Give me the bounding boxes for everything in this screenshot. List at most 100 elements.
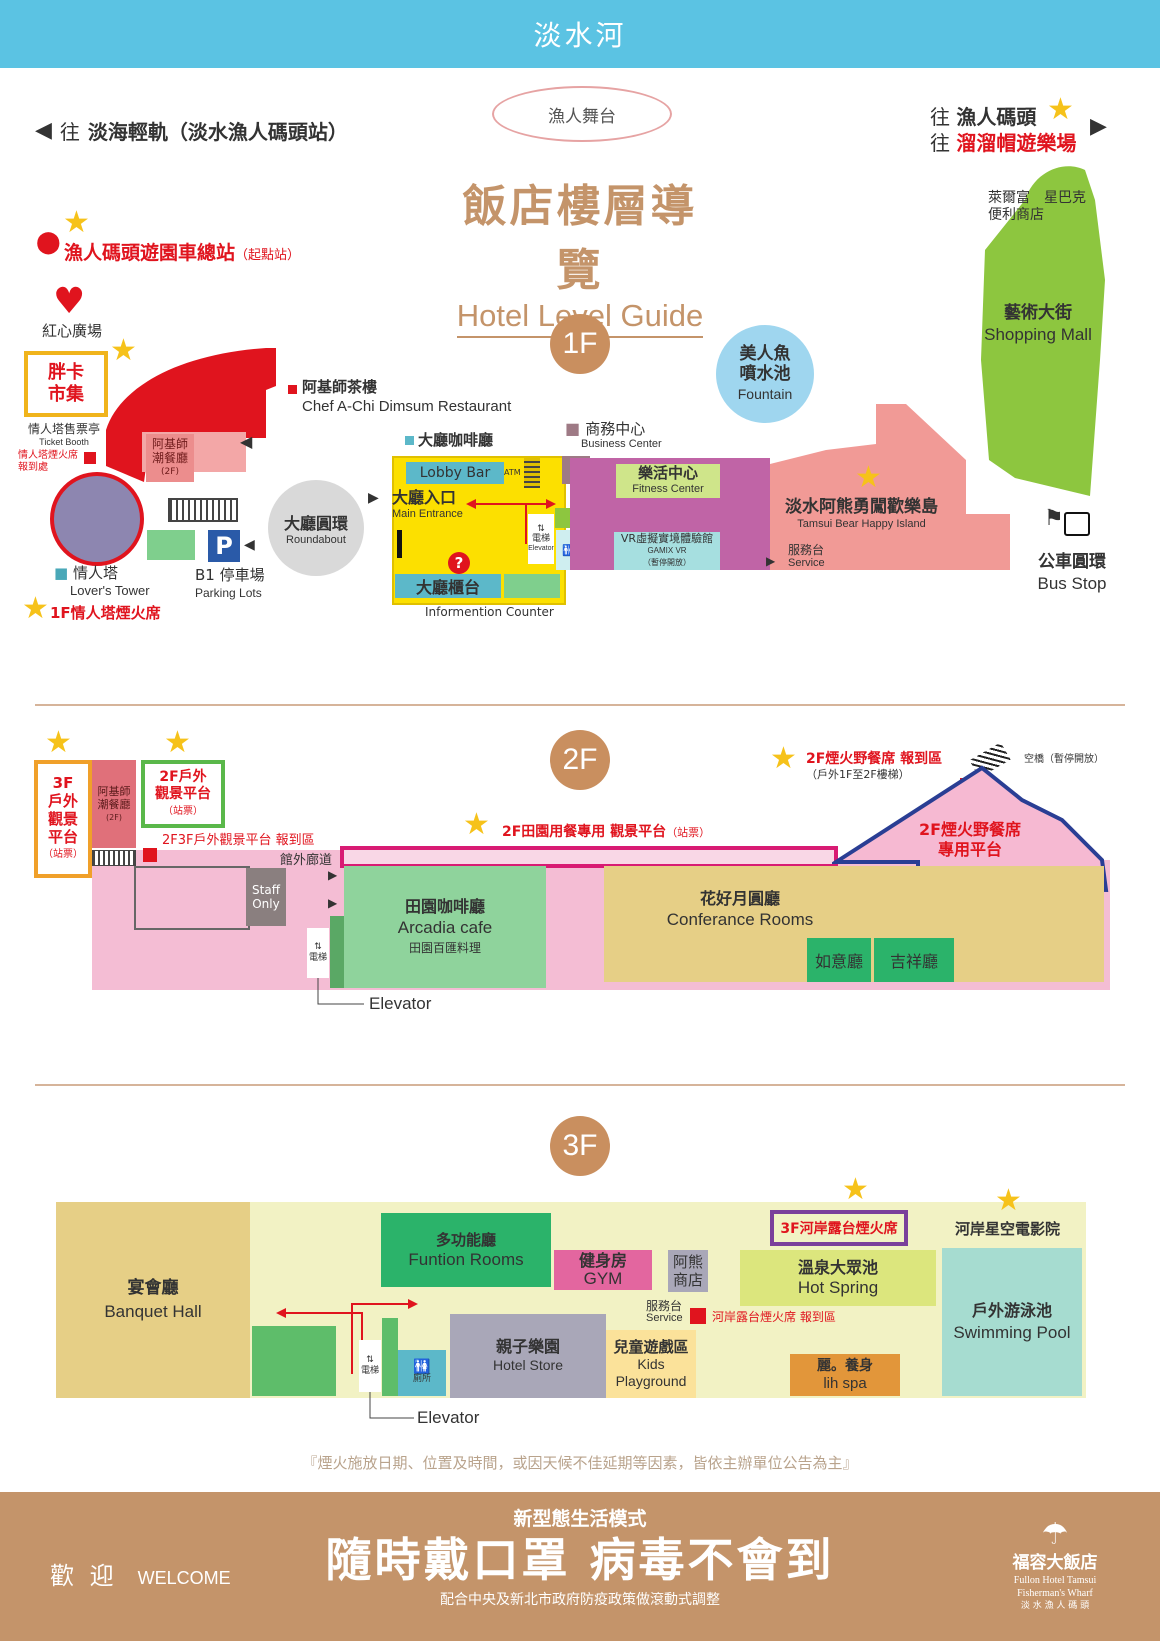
deck-3f[interactable]: 3F 戶外 觀景 平台 （站票） — [34, 760, 92, 878]
fountain[interactable]: 美人魚 噴水池 Fountain — [716, 325, 814, 423]
bear-island-shape — [770, 404, 1010, 570]
corridor-label: 館外廊道 — [280, 853, 333, 868]
heart-icon: ♥ — [53, 281, 86, 322]
business-label: ■ 商務中心 Business Center — [565, 419, 662, 451]
river-banner: 淡水河 — [0, 0, 1160, 68]
square-icon — [405, 436, 414, 445]
star-icon: ★ — [164, 725, 191, 760]
bear-shop[interactable]: 阿熊 商店 — [668, 1250, 708, 1292]
elevator-2f-label: Elevator — [369, 994, 432, 1013]
atm-label: ATM — [504, 468, 521, 477]
restroom-3f[interactable]: 🚻 廁所 — [398, 1350, 446, 1396]
black-bar — [397, 530, 402, 558]
arcadia-cafe[interactable]: 田園咖啡廳 Arcadia cafe 田園百匯料理 — [344, 866, 546, 988]
green-block — [147, 530, 195, 560]
elevator-leader-line — [369, 1392, 414, 1419]
route-arrows — [466, 499, 556, 544]
photo-market[interactable]: 胖卡 市集 — [24, 351, 108, 417]
garden-deck[interactable] — [340, 846, 838, 868]
stairs-icon — [168, 498, 238, 522]
front-desk[interactable]: 大廳櫃台 — [395, 574, 501, 598]
flag-icon: ⚑ — [1044, 506, 1064, 531]
nav-right[interactable]: 往 漁人碼頭 往 溜溜帽遊樂場 — [930, 105, 1077, 155]
achi-2f[interactable]: 阿基師 潮餐廳 (2F) — [92, 760, 136, 848]
banquet-hall[interactable]: 宴會廳 Banquet Hall — [56, 1202, 250, 1398]
elevator-3f[interactable]: ⇅ 電梯 — [359, 1340, 381, 1392]
arrow-left-icon: ◀ — [244, 537, 255, 553]
bbq-deck-label: 2F煙火野餐席 專用平台 — [918, 820, 1022, 859]
deck-2f[interactable]: 2F戶外 觀景平台 （站票） — [141, 760, 225, 828]
hot-spring[interactable]: 溫泉大眾池 Hot Spring — [740, 1250, 936, 1306]
elevator-leader-line — [317, 978, 364, 1005]
star-icon: ★ — [22, 591, 49, 626]
staff-only: Staff Only — [246, 868, 286, 926]
red-square-icon — [288, 385, 297, 394]
bus-stop-label[interactable]: 公車圓環 Bus Stop — [1037, 552, 1107, 593]
function-rooms[interactable]: 多功能廳 Funtion Rooms — [381, 1213, 551, 1287]
green-block — [252, 1326, 336, 1396]
red-square-icon — [690, 1308, 706, 1324]
elevator-1f[interactable]: ⇅ 電梯 Elevator — [528, 514, 554, 564]
swimming-pool[interactable]: 戶外游泳池 Swimming Pool — [942, 1248, 1082, 1396]
info-counter-label: Informention Counter — [425, 605, 554, 619]
green-strip — [382, 1318, 398, 1396]
service-1f-label: 服務台 Service — [788, 543, 825, 570]
gym[interactable]: 健身房 GYM — [554, 1250, 652, 1290]
shopping-mall-shape — [981, 166, 1105, 496]
divider — [35, 704, 1125, 706]
elevator-icon: ⇅ — [366, 1355, 374, 1365]
footer: 歡 迎 WELCOME 新型態生活模式 隨時戴口罩 病毒不會到 配合中央及新北市… — [0, 1492, 1160, 1641]
conference-label: 花好月圓廳 Conferance Rooms — [666, 889, 814, 929]
ruyi-room[interactable]: 如意廳 — [807, 938, 871, 982]
divider — [35, 1084, 1125, 1086]
skybridge-label: 空橋（暫停開放） — [1024, 754, 1104, 765]
floor-2f-badge: 2F — [550, 730, 610, 790]
floor-3f-badge: 3F — [550, 1116, 610, 1176]
fitness-center[interactable]: 樂活中心 Fitness Center — [616, 464, 720, 498]
stage-label: 漁人舞台 — [492, 86, 672, 142]
elevator-2f[interactable]: ⇅ 電梯 — [307, 928, 329, 978]
hotel-store[interactable]: 親子樂園 Hotel Store — [450, 1314, 606, 1398]
map-pin-icon: ⬤ — [36, 230, 61, 255]
kids-playground[interactable]: 兒童遊戲區 Kids Playground — [606, 1330, 696, 1398]
green-block — [504, 574, 560, 598]
bbq-report-label: 2F煙火野餐席 報到區 （戶外1F至2F樓梯） — [806, 751, 943, 781]
green-block — [555, 508, 571, 528]
shopping-mall-label[interactable]: 藝術大街 Shopping Mall — [984, 303, 1092, 344]
lobby-bar[interactable]: Lobby Bar — [406, 462, 504, 484]
square-icon: ■ — [565, 419, 581, 438]
bus-icon — [1064, 512, 1090, 536]
vr-hall[interactable]: VR虛擬實境體驗館 GAMIX VR （暫停開放） — [614, 532, 720, 570]
lovers-fire-label: 1F情人塔煙火席 — [50, 604, 161, 622]
star-icon: ★ — [463, 807, 490, 842]
star-icon: ★ — [45, 725, 72, 760]
floor-1f-badge: 1F — [550, 314, 610, 374]
parking-icon: P — [208, 530, 240, 562]
welcome-label: 歡 迎 WELCOME — [50, 1562, 231, 1590]
achi-trend-box[interactable]: 阿基師 潮餐廳 (2F) — [146, 434, 194, 482]
stairs-icon — [524, 458, 540, 488]
chef-restaurant-shape — [106, 348, 276, 482]
garden-deck-label: 2F田園用餐專用 觀景平台（站票） — [502, 824, 711, 840]
square-icon: ■ — [54, 564, 69, 582]
ticket-booth-label: 情人塔售票亭 Ticket Booth — [28, 422, 101, 448]
footer-center: 新型態生活模式 隨時戴口罩 病毒不會到 配合中央及新北市政府防疫政策做滾動式調整 — [325, 1508, 835, 1608]
star-icon: ★ — [1047, 92, 1074, 127]
main-entrance-label[interactable]: 大廳入口 Main Entrance — [392, 488, 463, 521]
elevator-icon: ⇅ — [314, 942, 322, 952]
star-icon: ★ — [110, 333, 137, 368]
cinema-label: 河岸星空電影院 — [955, 1220, 1061, 1238]
star-icon: ★ — [770, 741, 797, 776]
bear-island-label[interactable]: 淡水阿熊勇闖歡樂島 Tamsui Bear Happy Island — [785, 497, 938, 531]
roundabout[interactable]: 大廳圓環 Roundabout — [268, 480, 364, 576]
arrow-right-icon: ▶ — [368, 490, 379, 506]
lovers-tower[interactable] — [50, 472, 144, 566]
jixiang-room[interactable]: 吉祥廳 — [874, 938, 954, 982]
lih-spa[interactable]: 麗。養身 lih spa — [790, 1354, 900, 1396]
stairs-icon — [92, 850, 136, 866]
nav-left[interactable]: ◀ 往 淡海輕軌（淡水漁人碼頭站） — [35, 118, 348, 144]
restroom-icon: 🚻 — [413, 1359, 431, 1375]
star-icon: ★ — [63, 205, 90, 240]
river-fire-seat[interactable]: 3F河岸露台煙火席 — [770, 1210, 908, 1246]
arrow-left-icon: ◀ — [35, 118, 52, 143]
